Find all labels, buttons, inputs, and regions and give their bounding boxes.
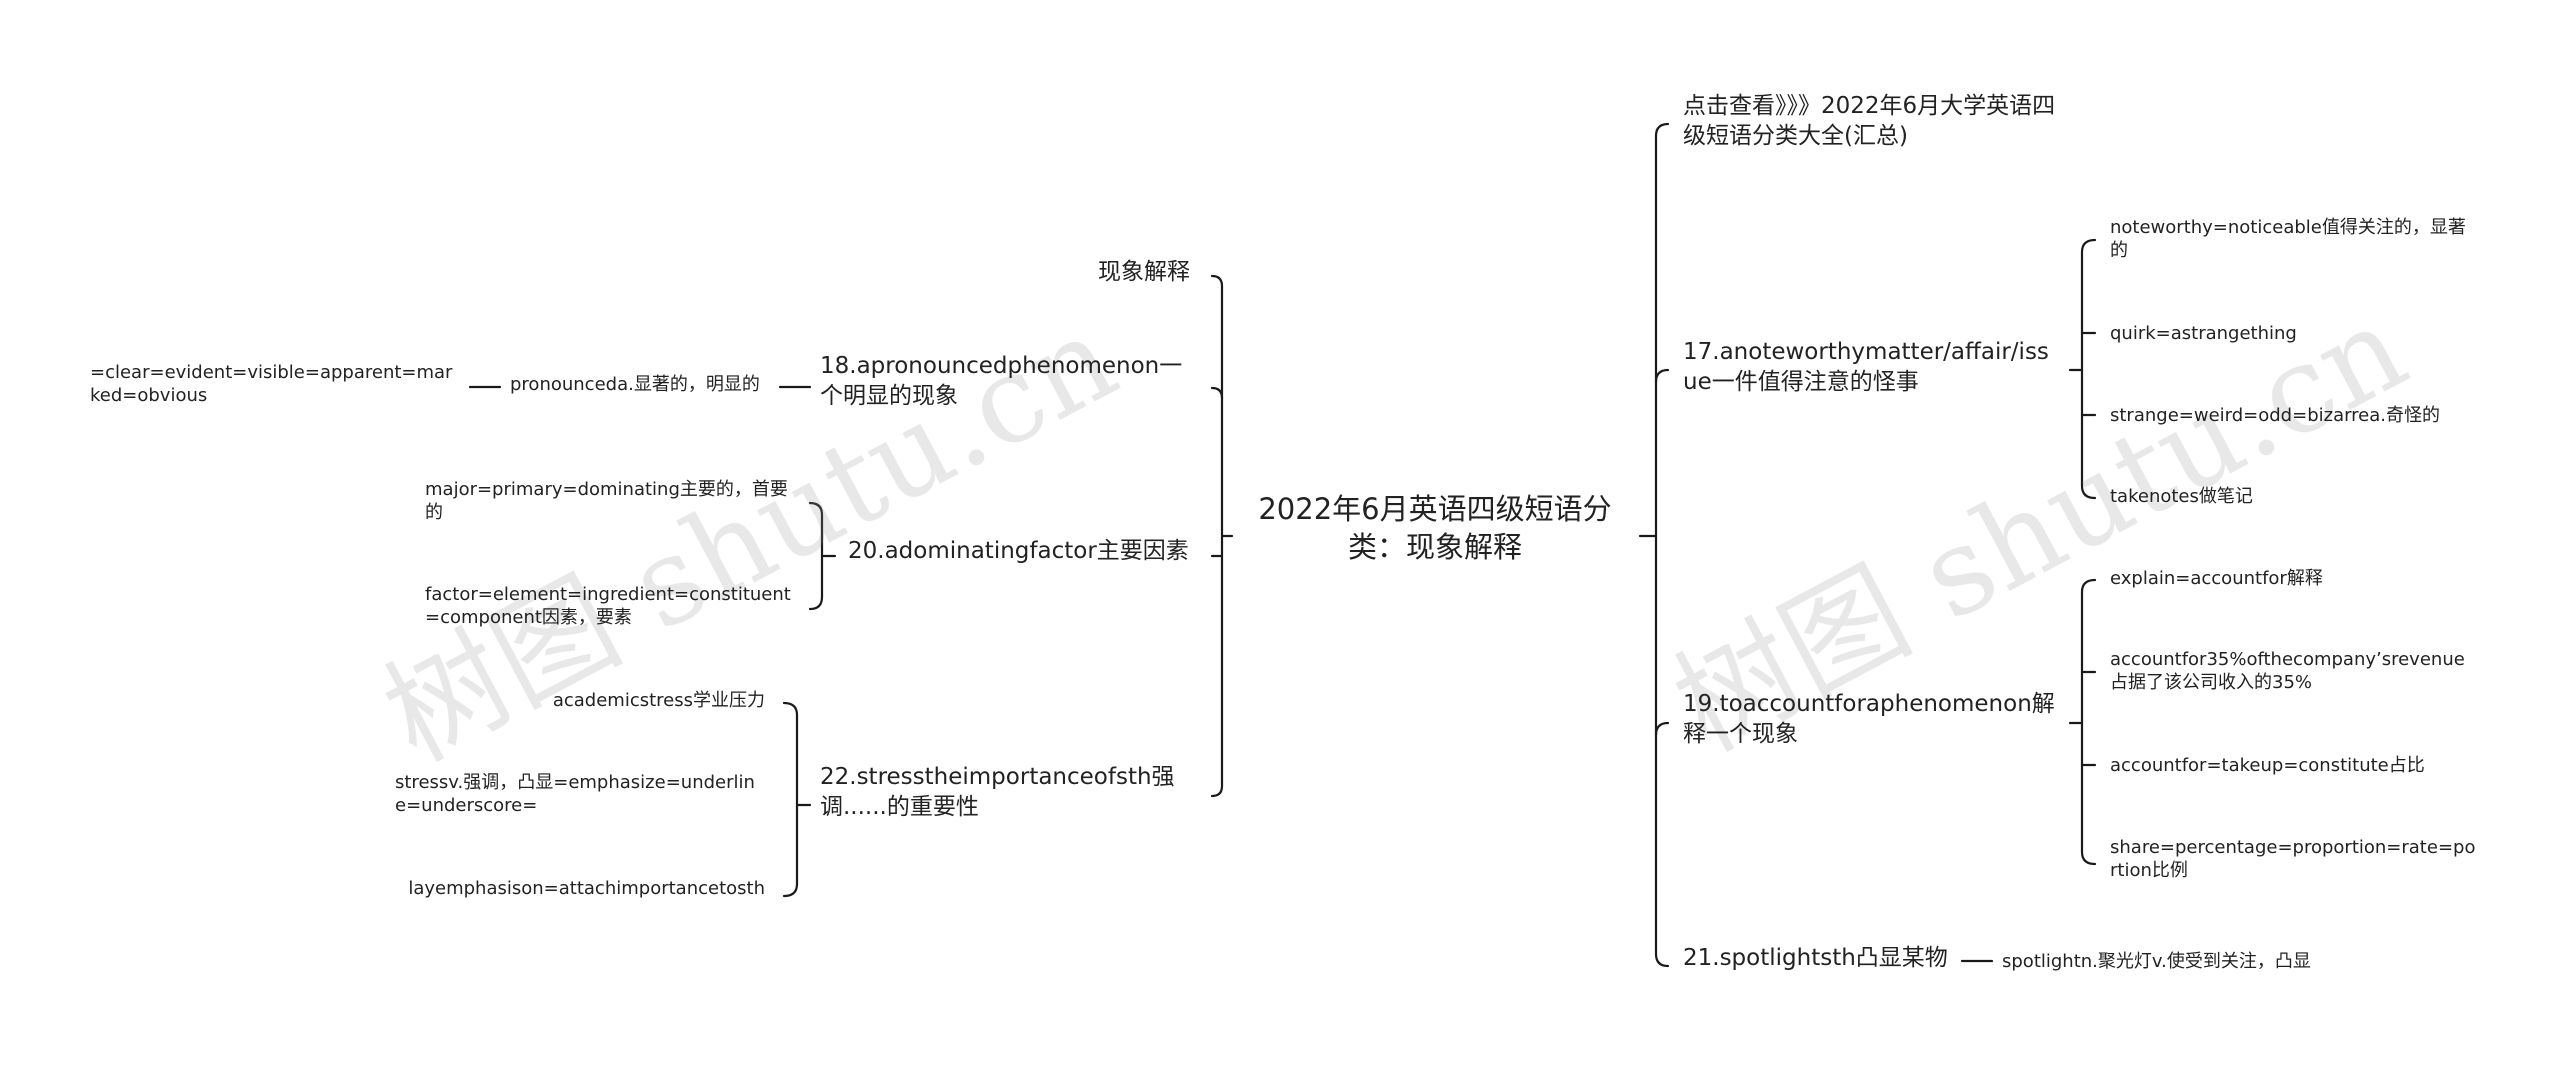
bracket-17 xyxy=(2080,238,2097,500)
subtopic-major[interactable]: major=primary=dominating主要的，首要的 xyxy=(425,479,788,524)
subtopic-takenotes[interactable]: takenotes做笔记 xyxy=(2110,486,2253,507)
root-topic[interactable]: 2022年6月英语四级短语分类：现象解释 xyxy=(1258,492,1612,564)
subtopic-strange[interactable]: strange=weird=odd=bizarrea.奇怪的 xyxy=(2110,405,2441,426)
bracket-22 xyxy=(782,701,799,898)
subtopic-noteworthy[interactable]: noteworthy=noticeable值得关注的，显著的 xyxy=(2110,217,2466,262)
topic-22[interactable]: 22.stresstheimportanceofsth强调......的重要性 xyxy=(820,764,1175,820)
bracket-19 xyxy=(2080,578,2097,866)
subtopic-accountfor-35[interactable]: accountfor35%ofthecompany’srevenue占据了该公司… xyxy=(2110,649,2465,694)
subtopic-quirk[interactable]: quirk=astrangething xyxy=(2110,323,2297,344)
subtopic-accountfor-takeup[interactable]: accountfor=takeup=constitute占比 xyxy=(2110,755,2425,776)
topic-19[interactable]: 19.toaccountforaphenomenon解释一个现象 xyxy=(1683,691,2055,747)
topic-18[interactable]: 18.apronouncedphenomenon一个明显的现象 xyxy=(820,353,1183,409)
topic-click-view[interactable]: 点击查看》》》2022年6月大学英语四级短语分类大全(汇总) xyxy=(1683,93,2056,149)
subtopic-academic-stress[interactable]: academicstress学业压力 xyxy=(552,690,765,711)
subtopic-stress-verb[interactable]: stressv.强调，凸显=emphasize=underline=unders… xyxy=(395,772,755,817)
bracket-right-l1 xyxy=(1654,122,1670,968)
topic-20[interactable]: 20.adominatingfactor主要因素 xyxy=(848,538,1189,564)
subtopic-explain[interactable]: explain=accountfor解释 xyxy=(2110,568,2323,589)
tick-right-l1-3 xyxy=(1654,721,1670,737)
subtopic-pronounced[interactable]: pronounceda.显著的，明显的 xyxy=(510,374,760,395)
topic-phenomenon-explanation[interactable]: 现象解释 xyxy=(1098,259,1190,285)
tick-left-l1-2 xyxy=(1210,386,1224,400)
subtopic-factor[interactable]: factor=element=ingredient=constituent=co… xyxy=(425,584,791,629)
subtopic-lay-emphasis[interactable]: layemphasison=attachimportancetosth xyxy=(408,878,765,899)
tick-right-l1-2 xyxy=(1654,368,1670,384)
subtopic-share[interactable]: share=percentage=proportion=rate=portion… xyxy=(2110,837,2476,882)
subtopic-pronounced-synonyms[interactable]: =clear=evident=visible=apparent=marked=o… xyxy=(90,362,453,407)
subtopic-spotlight[interactable]: spotlightn.聚光灯v.使受到关注，凸显 xyxy=(2002,951,2311,972)
bracket-20 xyxy=(808,501,824,611)
bracket-left-l1 xyxy=(1210,274,1224,798)
topic-21[interactable]: 21.spotlightsth凸显某物 xyxy=(1683,945,1948,971)
topic-17[interactable]: 17.anoteworthymatter/affair/issue一件值得注意的… xyxy=(1683,339,2049,395)
